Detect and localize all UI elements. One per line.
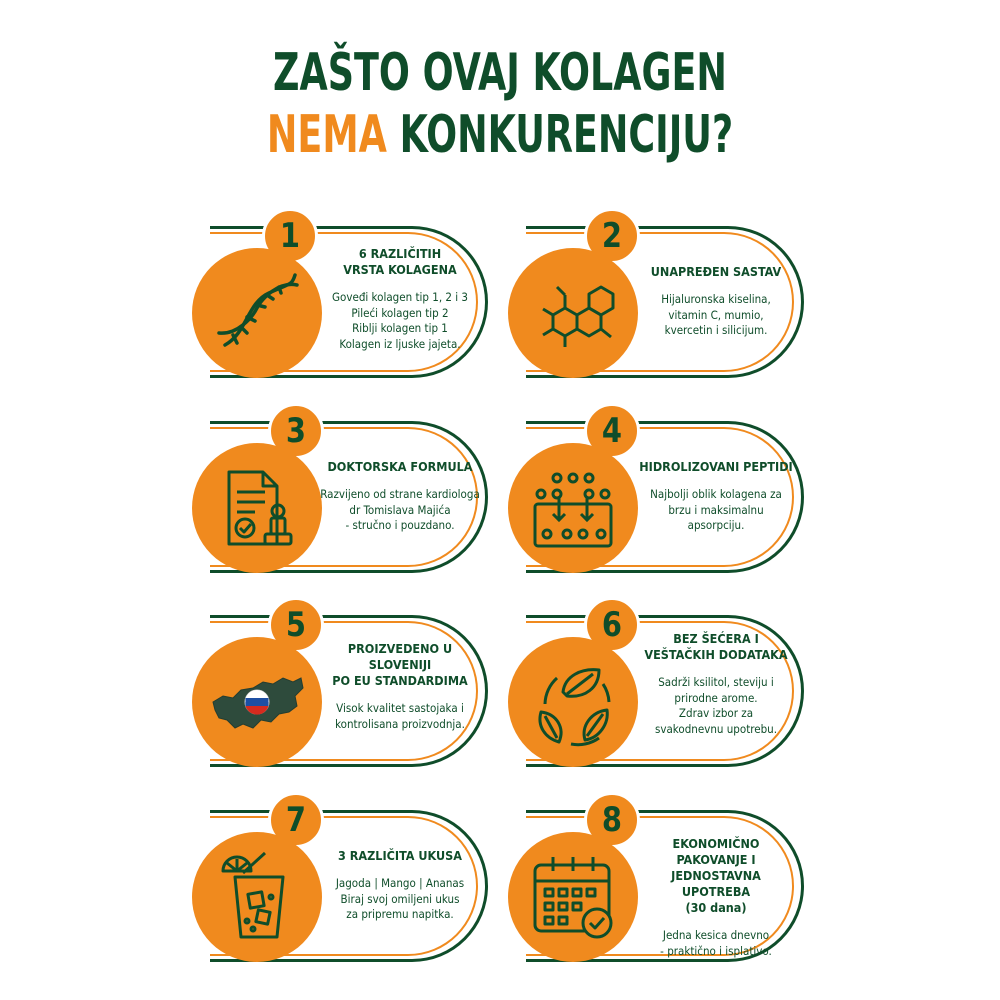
card-text: DOKTORSKA FORMULA Razvijeno od strane ka… [320,459,480,534]
title-highlight: NEMA [266,105,387,165]
card-outline [526,810,804,962]
card-number: 4 [601,411,623,451]
card-number: 7 [285,800,307,840]
absorption-icon [533,472,613,548]
card-inner-outline [526,816,794,956]
page-title-line-2: NEMA KONKURENCIJU? [110,105,890,165]
card-number: 6 [601,605,623,645]
card-heading: UNAPREĐEN SASTAV [650,264,782,279]
card-inner-outline [210,427,478,567]
number-badge: 1 [262,208,318,264]
drink-glass-icon [221,851,285,939]
card-outline [526,615,804,767]
molecule-icon [542,285,615,347]
card-outline [210,421,488,573]
card-outline [526,421,804,573]
card-text: UNAPREĐEN SASTAV Hijaluronska kiselina,v… [636,264,796,339]
card-inner-outline [526,427,794,567]
card-outline [210,615,488,767]
icon-circle [508,248,638,378]
icon-circle [192,832,322,962]
number-badge: 3 [268,403,324,459]
icon-circle [508,443,638,573]
document-stamp-icon [227,470,293,546]
card-text: 3 RAZLIČITA UKUSA Jagoda | Mango | Anana… [320,848,480,923]
icon-circle [508,637,638,767]
card-body: Jedna kesica dnevno- praktično i isplati… [660,928,772,958]
card-inner-outline [210,621,478,761]
card-outline [526,226,804,378]
calendar-check-icon [533,857,613,939]
title-rest: KONKURENCIJU? [386,105,734,165]
feature-card-2: 2 UNAPREĐEN SASTAV Hijaluronska kiselina… [508,208,808,378]
card-number: 1 [279,216,301,256]
card-inner-outline [210,816,478,956]
icon-circle [192,248,322,378]
dna-icon [217,273,299,347]
icon-circle [192,443,322,573]
card-inner-outline [526,621,794,761]
card-number: 5 [285,605,307,645]
icon-circle [508,832,638,962]
card-number: 8 [601,800,623,840]
card-text: HIDROLIZOVANI PEPTIDI Najbolji oblik kol… [636,459,796,534]
card-heading: DOKTORSKA FORMULA [327,459,473,474]
card-body: Hijaluronska kiselina,vitamin C, mumio,k… [661,292,771,337]
card-outline [210,810,488,962]
feature-card-4: 4 HIDROLIZOVANI PEPTIDI Najbolji oblik k… [508,403,808,573]
number-badge: 7 [268,792,324,848]
feature-card-7: 7 3 RAZLIČITA UKUSA Jagoda | Mango | Ana… [192,792,492,962]
card-heading: 3 RAZLIČITA UKUSA [338,848,462,863]
card-inner-outline [210,232,478,372]
feature-card-3: 3 DOKTORSKA FORMULA Razvijeno od strane … [192,403,492,573]
card-inner-outline [526,232,794,372]
leaves-icon [538,668,611,747]
card-number: 2 [601,216,623,256]
page-title-line-1: ZAŠTO OVAJ KOLAGEN [273,43,727,103]
card-outline [210,226,488,378]
card-number: 3 [285,411,307,451]
card-heading: HIDROLIZOVANI PEPTIDI [639,459,793,474]
slovenia-map-icon [212,677,304,729]
icon-circle [192,637,322,767]
